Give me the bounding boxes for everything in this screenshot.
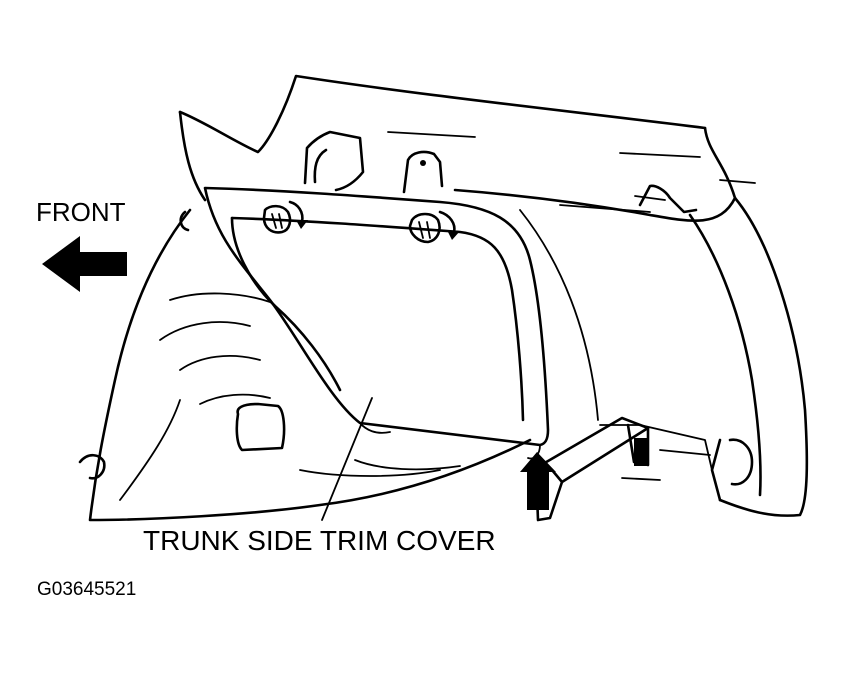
- clip-left: [262, 204, 292, 234]
- arrow-up-icon: [520, 452, 556, 510]
- figure-id: G03645521: [37, 579, 137, 600]
- body-outline: [178, 74, 756, 202]
- clip-right: [408, 212, 441, 244]
- arrow-left-icon: [42, 236, 127, 292]
- callout-leader: [321, 397, 373, 521]
- trim-cover-label: TRUNK SIDE TRIM COVER: [143, 525, 496, 556]
- upper-brackets: [303, 130, 698, 214]
- lifting-tool: [534, 416, 650, 522]
- front-label: FRONT: [36, 197, 126, 227]
- curved-arrow-icon: [438, 210, 460, 240]
- trunk-side-trim-cover: [203, 186, 550, 460]
- rear-quarter-structure: [453, 188, 809, 517]
- curved-arrow-icon: [288, 200, 308, 229]
- wheel-house: [78, 208, 532, 522]
